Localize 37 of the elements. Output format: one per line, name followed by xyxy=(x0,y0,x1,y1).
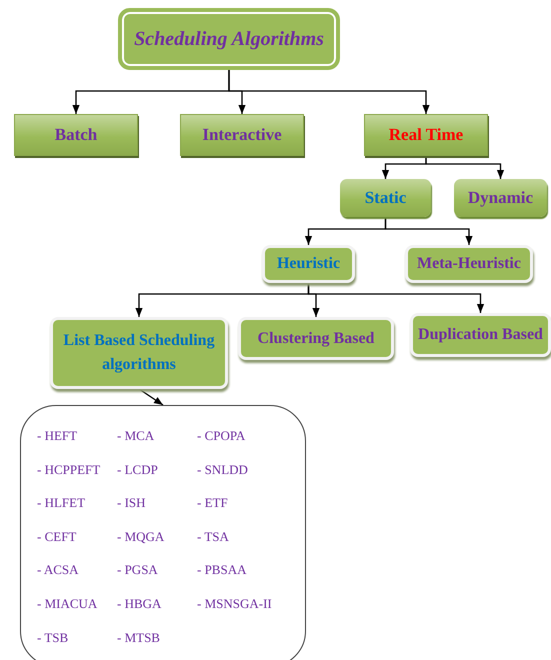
process-box: List Based Scheduling algorithms xyxy=(50,317,228,389)
process-box: Heuristic xyxy=(262,245,355,283)
list-item: - CPOPA xyxy=(197,427,246,445)
list-item: - MSNSGA-II xyxy=(197,594,273,613)
process-box: Real Time xyxy=(364,114,488,156)
arrow xyxy=(228,70,430,114)
list-item: - PBSAA xyxy=(197,561,248,580)
list-item: - TSA xyxy=(197,528,230,546)
process-box: Static xyxy=(340,179,431,217)
arrow xyxy=(384,217,473,245)
arrow xyxy=(138,388,164,406)
process-box: Dynamic xyxy=(454,179,547,217)
list-item: - MTSB xyxy=(117,628,161,647)
list-item: - SNLDD xyxy=(197,460,249,479)
list-item: - ACSA xyxy=(37,561,80,580)
list-item: - HLFET xyxy=(37,494,86,512)
list-item: - HBGA xyxy=(117,594,162,613)
list-box xyxy=(20,405,306,660)
arrow xyxy=(308,283,484,313)
list-item: - HCPPEFT xyxy=(37,460,102,479)
process-box: Interactive xyxy=(180,114,304,156)
arrow xyxy=(425,156,504,179)
list-item: - HEFT xyxy=(37,427,78,445)
list-item: - ETF xyxy=(197,494,229,512)
list-item: - CEFT xyxy=(37,528,78,546)
list-item: - MCA xyxy=(117,427,156,445)
list-item: - LCDP xyxy=(117,460,159,479)
list-item: - TSB xyxy=(37,628,70,647)
list-item: - MIACUA xyxy=(37,594,98,613)
list-item: - ISH xyxy=(117,494,147,512)
process-box: Clustering Based xyxy=(238,317,394,360)
list-item: - MQGA xyxy=(117,528,166,546)
list-item: - PGSA xyxy=(117,561,159,580)
process-box: Scheduling Algorithms xyxy=(118,8,340,70)
process-box: Duplication Based xyxy=(410,313,551,357)
process-box: Meta-Heuristic xyxy=(405,245,533,283)
process-box: Batch xyxy=(14,114,138,156)
